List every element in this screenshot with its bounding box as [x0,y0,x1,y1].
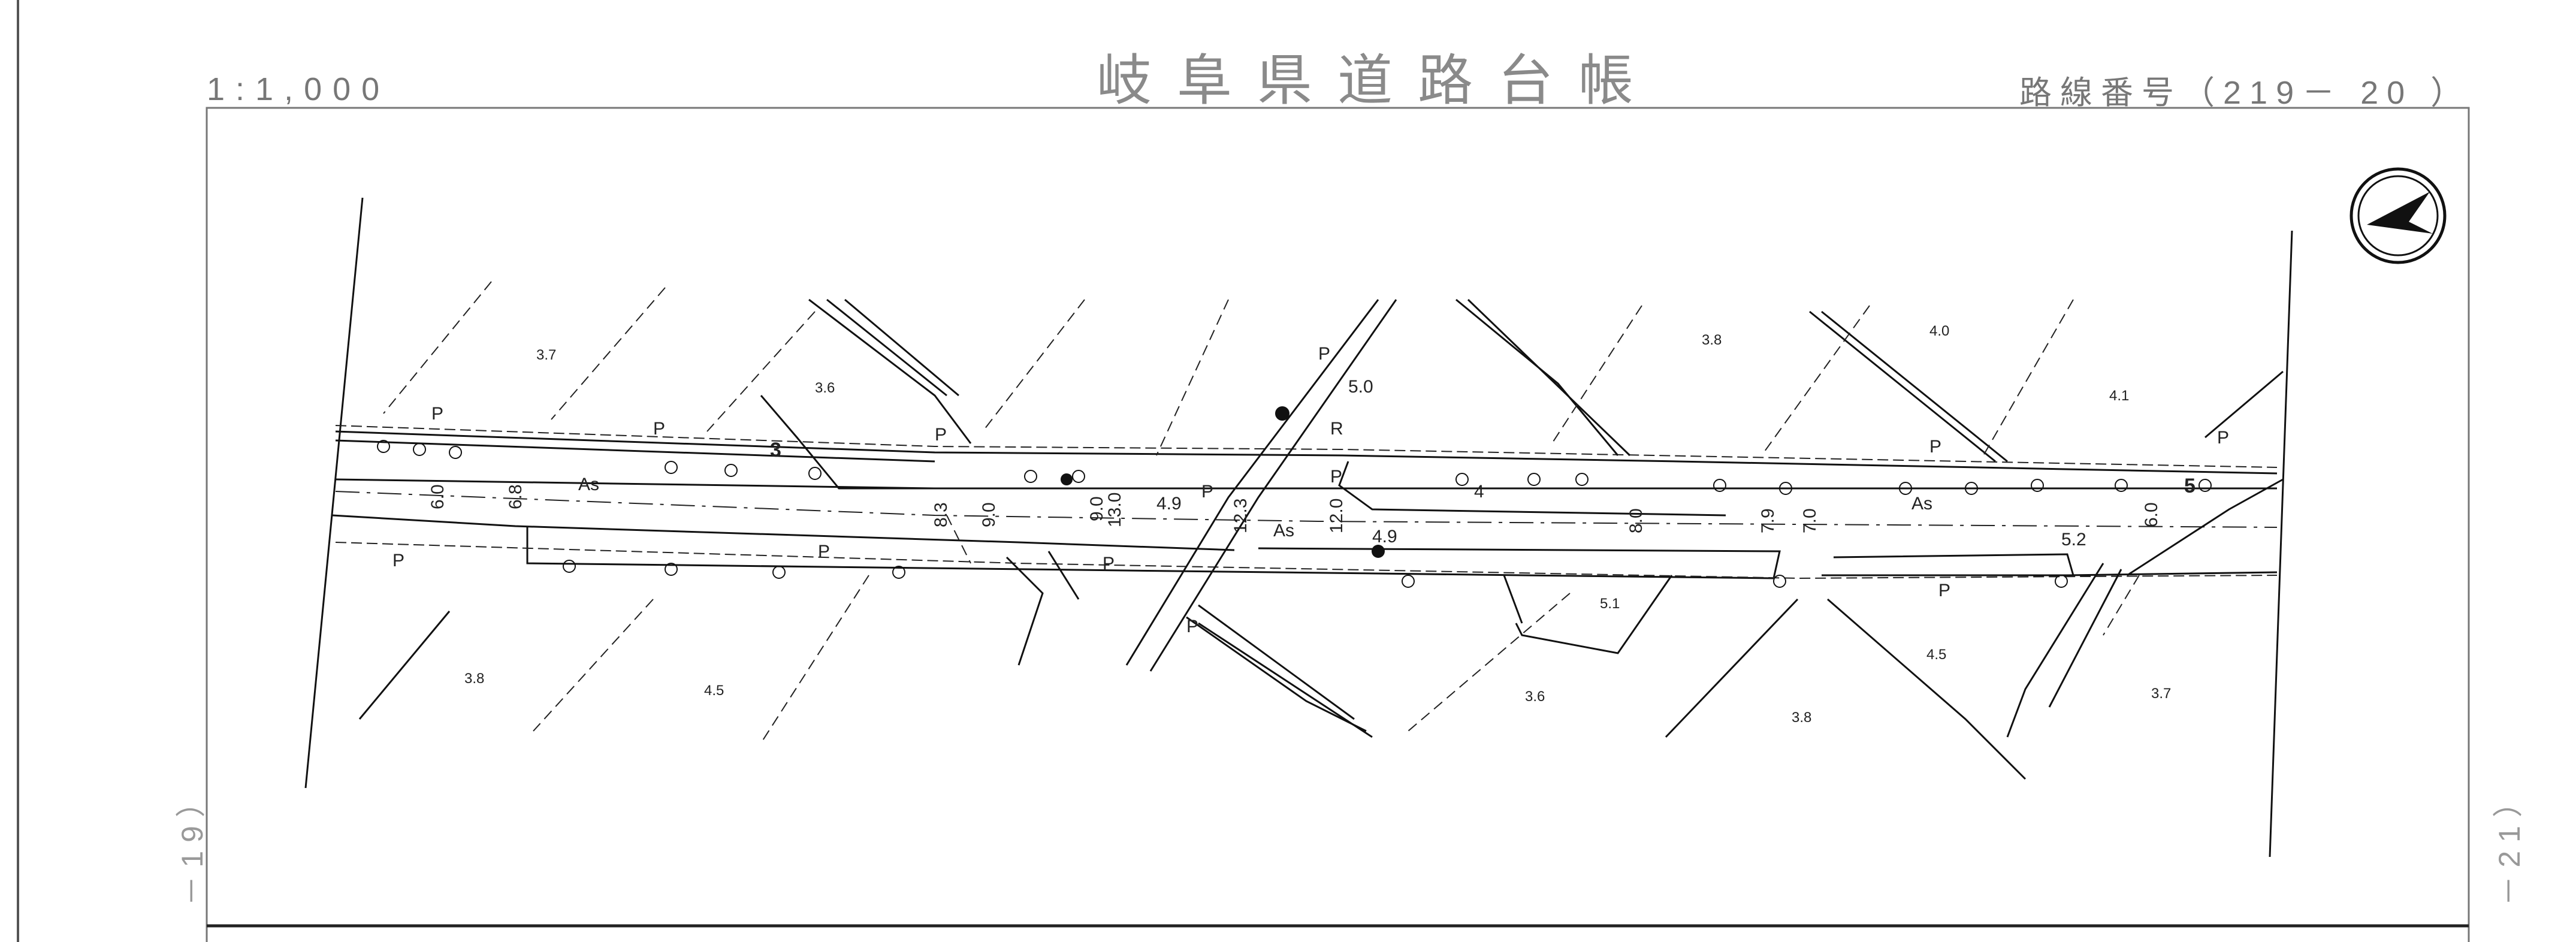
width-label: 6.0 [428,484,448,509]
width-label: 6.0 [2142,502,2161,527]
land-use-label: P [1103,554,1115,573]
land-use-label: P [1929,437,1941,457]
asphalt-label: As [1911,494,1932,514]
map-frame [206,107,2470,942]
width-label: 5.2 [2061,530,2086,550]
width-label: 12.3 [1231,499,1251,533]
land-use-label: P [653,419,665,439]
km-post-label: 4 [1474,482,1484,502]
manhole-icon [1061,473,1073,485]
width-label: 7.0 [1800,508,1820,533]
road-boundary-dashed [335,425,2278,468]
elevation-label: 4.0 [1929,323,1949,339]
land-use-label: P [1330,467,1342,487]
width-label: 8.3 [931,502,951,527]
land-use-labels: P P P P P P P P P P P P P R [392,344,2229,636]
width-label: 12.0 [1327,499,1346,533]
route-number: 路線番号（219－ 20 ） [2019,75,2472,111]
width-label: 5.0 [1348,377,1373,397]
elevation-labels: 3.7 3.6 3.8 4.0 4.1 3.8 4.5 3.6 5.1 4.5 … [464,323,2171,726]
land-use-label: P [431,404,443,424]
manhole-icon [1372,545,1385,558]
land-use-label: P [1318,344,1330,364]
elevation-label: 3.6 [815,380,835,396]
land-use-label: P [818,542,830,561]
parcel-boundaries [383,281,2140,744]
asphalt-label: As [1273,521,1294,541]
elevation-label: 3.8 [464,671,484,687]
width-label: 13.0 [1105,493,1125,527]
sheet-boundary-left [304,197,364,789]
cross-road-left [808,298,1080,666]
land-use-label: P [935,425,947,445]
road-boundary-dashed-lower [335,542,2278,579]
elevation-label: 4.5 [704,683,724,699]
map-scale: 1:1,000 [207,71,391,107]
width-label: 8.0 [1626,508,1646,533]
utility-symbols [377,440,2212,588]
width-label: 6.8 [506,484,526,509]
elevation-label: 3.7 [2151,686,2171,702]
width-label: 9.0 [979,502,999,527]
km-post-labels: 3 5 [770,439,2196,497]
km-post-label: 5 [2184,475,2196,497]
width-label: 7.9 [1758,508,1778,533]
elevation-label: 3.6 [1525,689,1545,705]
land-use-label: P [2217,428,2229,448]
sheet-boundary-right [2269,230,2293,858]
land-use-label: R [1330,419,1343,439]
land-use-label: P [1186,617,1198,636]
elevation-label: 3.8 [1792,709,1811,726]
page-title: 岐阜県道路台帳 [1097,49,1659,113]
road-edges [332,395,2278,579]
land-use-label: P [1201,482,1213,502]
land-use-label: P [1938,581,1950,600]
elevation-label: 5.1 [1600,596,1620,612]
manhole-icon [1275,406,1289,421]
elevation-label: 3.7 [536,347,556,363]
width-label: 4.9 [1372,527,1397,547]
cross-road-diagonal [1125,298,1631,732]
elevation-label: 4.5 [1926,647,1946,663]
elevation-label: 4.1 [2109,388,2129,404]
km-post-label: 3 [770,439,781,461]
width-label: 4.9 [1156,494,1182,514]
road-centerline [335,491,2278,528]
cross-road-right [1665,310,2284,780]
hatched-walls [358,575,1673,738]
asphalt-label: As [578,475,599,494]
elevation-label: 3.8 [1702,332,1722,348]
road-width-labels: 6.0 6.8 8.3 9.0 9.0 13.0 4.9 12.3 12.0 5… [428,377,2161,550]
land-use-label: P [392,551,404,570]
surface-labels: As As As [578,475,1932,541]
width-label: 9.0 [1087,496,1107,521]
north-arrow-icon [2349,167,2447,264]
